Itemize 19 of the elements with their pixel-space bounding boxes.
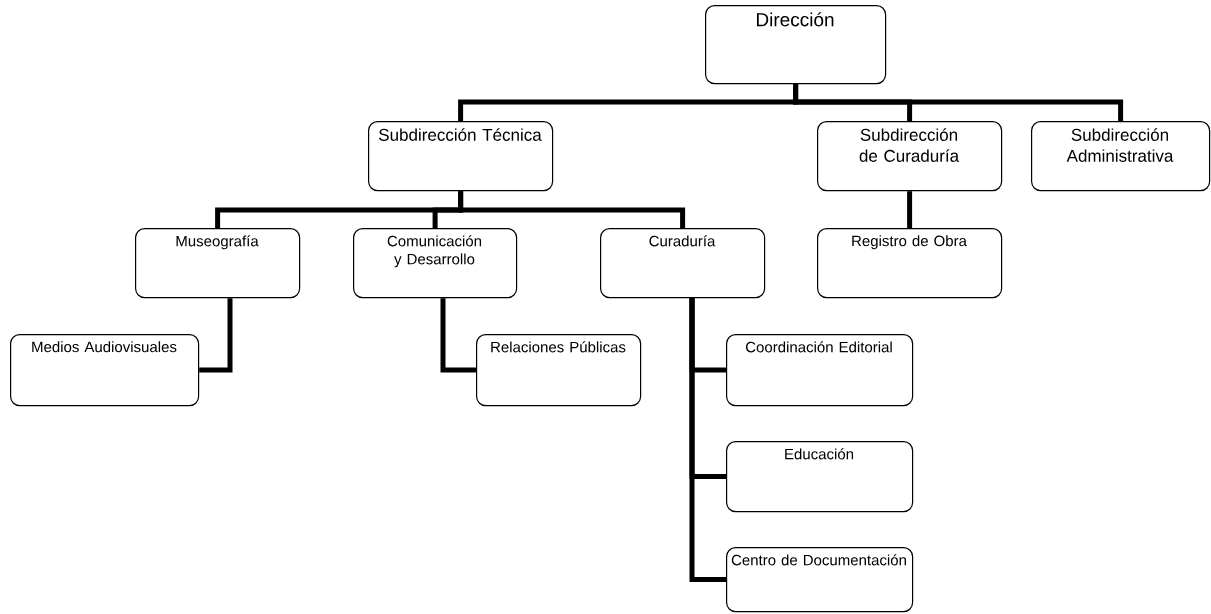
org-box: Educación [726,441,914,513]
org-box: Comunicación y Desarrollo [353,228,518,299]
org-box: Museografía [135,228,301,299]
connector-line [689,298,726,583]
org-box: Coordinación Editorial [726,334,914,407]
org-box: Dirección [705,5,887,85]
connector-line [440,298,476,373]
connector-line [907,191,913,228]
org-box: Subdirección Administrativa [1031,121,1211,192]
org-box: Subdirección de Curaduría [817,121,1003,192]
connector-line [199,298,233,373]
connector-line [458,191,686,228]
org-box: Relaciones Públicas [476,334,642,407]
org-box: Registro de Obra [817,228,1003,299]
org-box: Curaduría [600,228,766,299]
org-box: Subdirección Técnica [368,121,554,192]
connector-line [793,84,1124,121]
org-box: Medios Audiovisuales [10,334,200,407]
org-box: Centro de Documentación [726,547,914,613]
